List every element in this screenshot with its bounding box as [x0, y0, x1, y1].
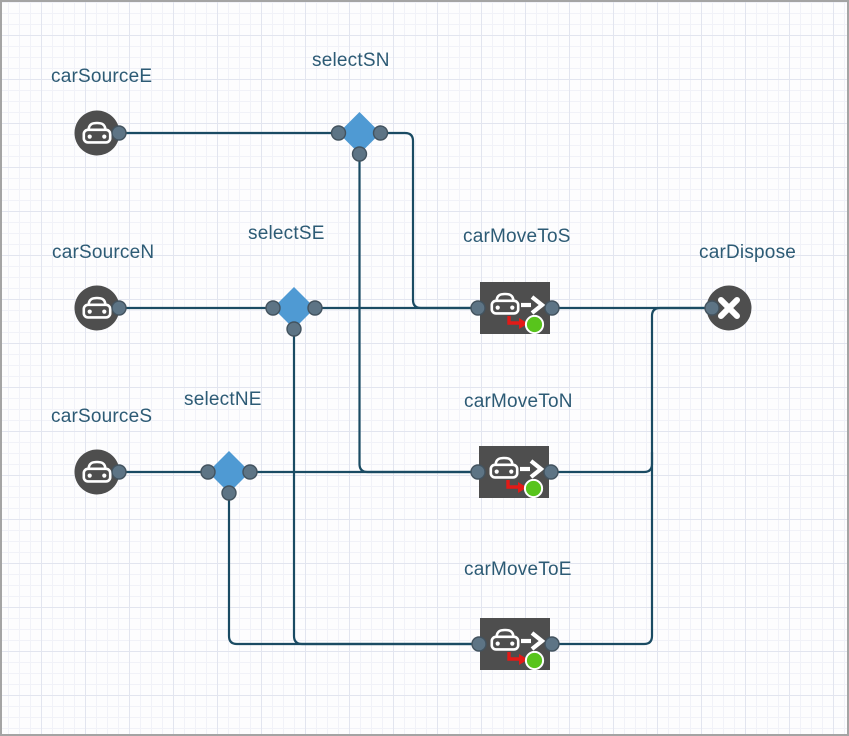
- port[interactable]: [543, 464, 559, 480]
- connector-selectNE-carMoveToE[interactable]: [227, 493, 479, 646]
- port[interactable]: [330, 125, 347, 141]
- node-label-carMoveToS: carMoveToS: [463, 226, 571, 247]
- port-layer: [111, 125, 720, 652]
- node-label-selectSN: selectSN: [312, 50, 390, 71]
- select-diamond-icon: [338, 112, 381, 154]
- node-carDispose[interactable]: [706, 285, 752, 331]
- port[interactable]: [544, 300, 560, 316]
- port[interactable]: [265, 300, 281, 316]
- node-label-carDispose: carDispose: [699, 242, 797, 263]
- node-selectSN[interactable]: [338, 112, 381, 154]
- port[interactable]: [544, 636, 560, 652]
- port[interactable]: [470, 464, 486, 480]
- node-carMoveToE[interactable]: [480, 618, 550, 670]
- x-icon: [718, 297, 740, 319]
- source-circle: [74, 110, 120, 156]
- select-diamond-icon: [273, 287, 315, 329]
- node-label-carMoveToN: carMoveToN: [464, 391, 573, 412]
- port[interactable]: [470, 300, 486, 316]
- connector-selectSE-carMoveToE[interactable]: [292, 329, 479, 646]
- connector-selectSN-carMoveToN[interactable]: [358, 154, 479, 474]
- port[interactable]: [471, 636, 487, 652]
- node-carSourceN[interactable]: [74, 285, 120, 331]
- source-circle: [74, 285, 120, 331]
- port[interactable]: [111, 125, 127, 141]
- port[interactable]: [111, 464, 127, 480]
- port[interactable]: [242, 464, 258, 480]
- node-carMoveToN[interactable]: [479, 446, 549, 498]
- port[interactable]: [221, 485, 237, 501]
- node-label-selectSE: selectSE: [248, 223, 325, 244]
- port[interactable]: [286, 321, 302, 337]
- port[interactable]: [111, 300, 127, 316]
- port[interactable]: [704, 300, 720, 316]
- node-selectNE[interactable]: [208, 451, 250, 493]
- connector-carMoveToE-carDispose[interactable]: [552, 306, 712, 646]
- node-label-carSourceS: carSourceS: [51, 406, 153, 427]
- node-label-carSourceE: carSourceE: [51, 66, 153, 87]
- port[interactable]: [200, 464, 216, 480]
- node-carMoveToS[interactable]: [480, 282, 550, 334]
- connector-selectSN-carMoveToS[interactable]: [380, 131, 478, 310]
- select-diamond-icon: [208, 451, 250, 493]
- node-label-selectNE: selectNE: [184, 389, 262, 410]
- source-circle: [74, 449, 120, 495]
- connector-layer: [119, 131, 712, 646]
- node-label-carMoveToE: carMoveToE: [464, 559, 572, 580]
- node-carSourceE[interactable]: [74, 110, 120, 156]
- node-carSourceS[interactable]: [74, 449, 120, 495]
- port[interactable]: [351, 146, 368, 162]
- connector-carMoveToN-carDispose[interactable]: [551, 452, 654, 474]
- node-label-carSourceN: carSourceN: [52, 242, 155, 263]
- node-selectSE[interactable]: [273, 287, 315, 329]
- port[interactable]: [307, 300, 323, 316]
- port[interactable]: [372, 125, 389, 141]
